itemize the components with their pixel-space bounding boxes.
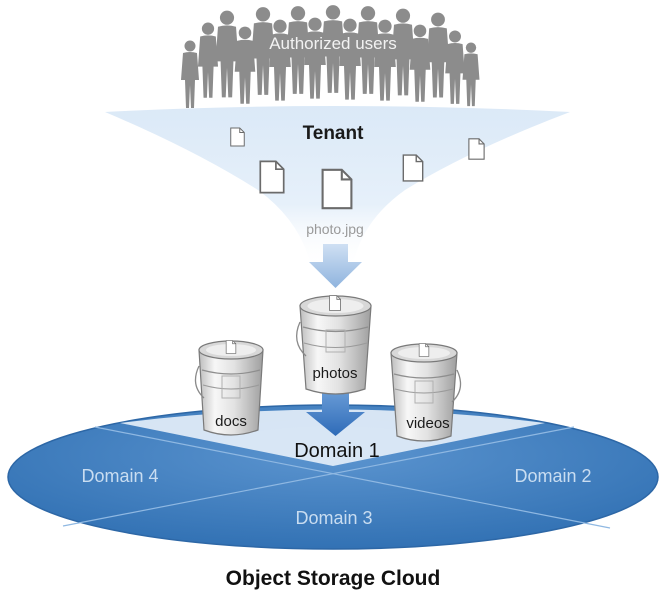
videos-bucket-label: videos bbox=[406, 415, 449, 432]
crowd-label: Authorized users bbox=[269, 34, 397, 53]
down-arrow-icon bbox=[309, 244, 362, 288]
document-icon bbox=[230, 127, 245, 147]
docs-bucket-label: docs bbox=[215, 413, 247, 430]
videos-bucket-icon bbox=[390, 343, 462, 442]
document-icon bbox=[402, 154, 424, 182]
cloud-title: Object Storage Cloud bbox=[226, 567, 441, 590]
crowd-silhouette bbox=[181, 5, 480, 108]
domain-arrow-icon bbox=[306, 388, 365, 436]
domain-1-label: Domain 1 bbox=[294, 440, 380, 462]
domain-2-label: Domain 2 bbox=[514, 466, 591, 486]
photos-bucket-label: photos bbox=[312, 365, 357, 382]
docs-bucket-icon bbox=[194, 340, 264, 436]
photos-bucket-icon bbox=[295, 295, 372, 395]
document-icon bbox=[259, 160, 285, 194]
tenant-label: Tenant bbox=[303, 123, 365, 144]
domain-3-label: Domain 3 bbox=[295, 508, 372, 528]
document-icon bbox=[468, 138, 485, 160]
document-icon bbox=[321, 168, 353, 210]
file-name-label: photo.jpg bbox=[306, 221, 364, 237]
domain-4-label: Domain 4 bbox=[81, 466, 158, 486]
